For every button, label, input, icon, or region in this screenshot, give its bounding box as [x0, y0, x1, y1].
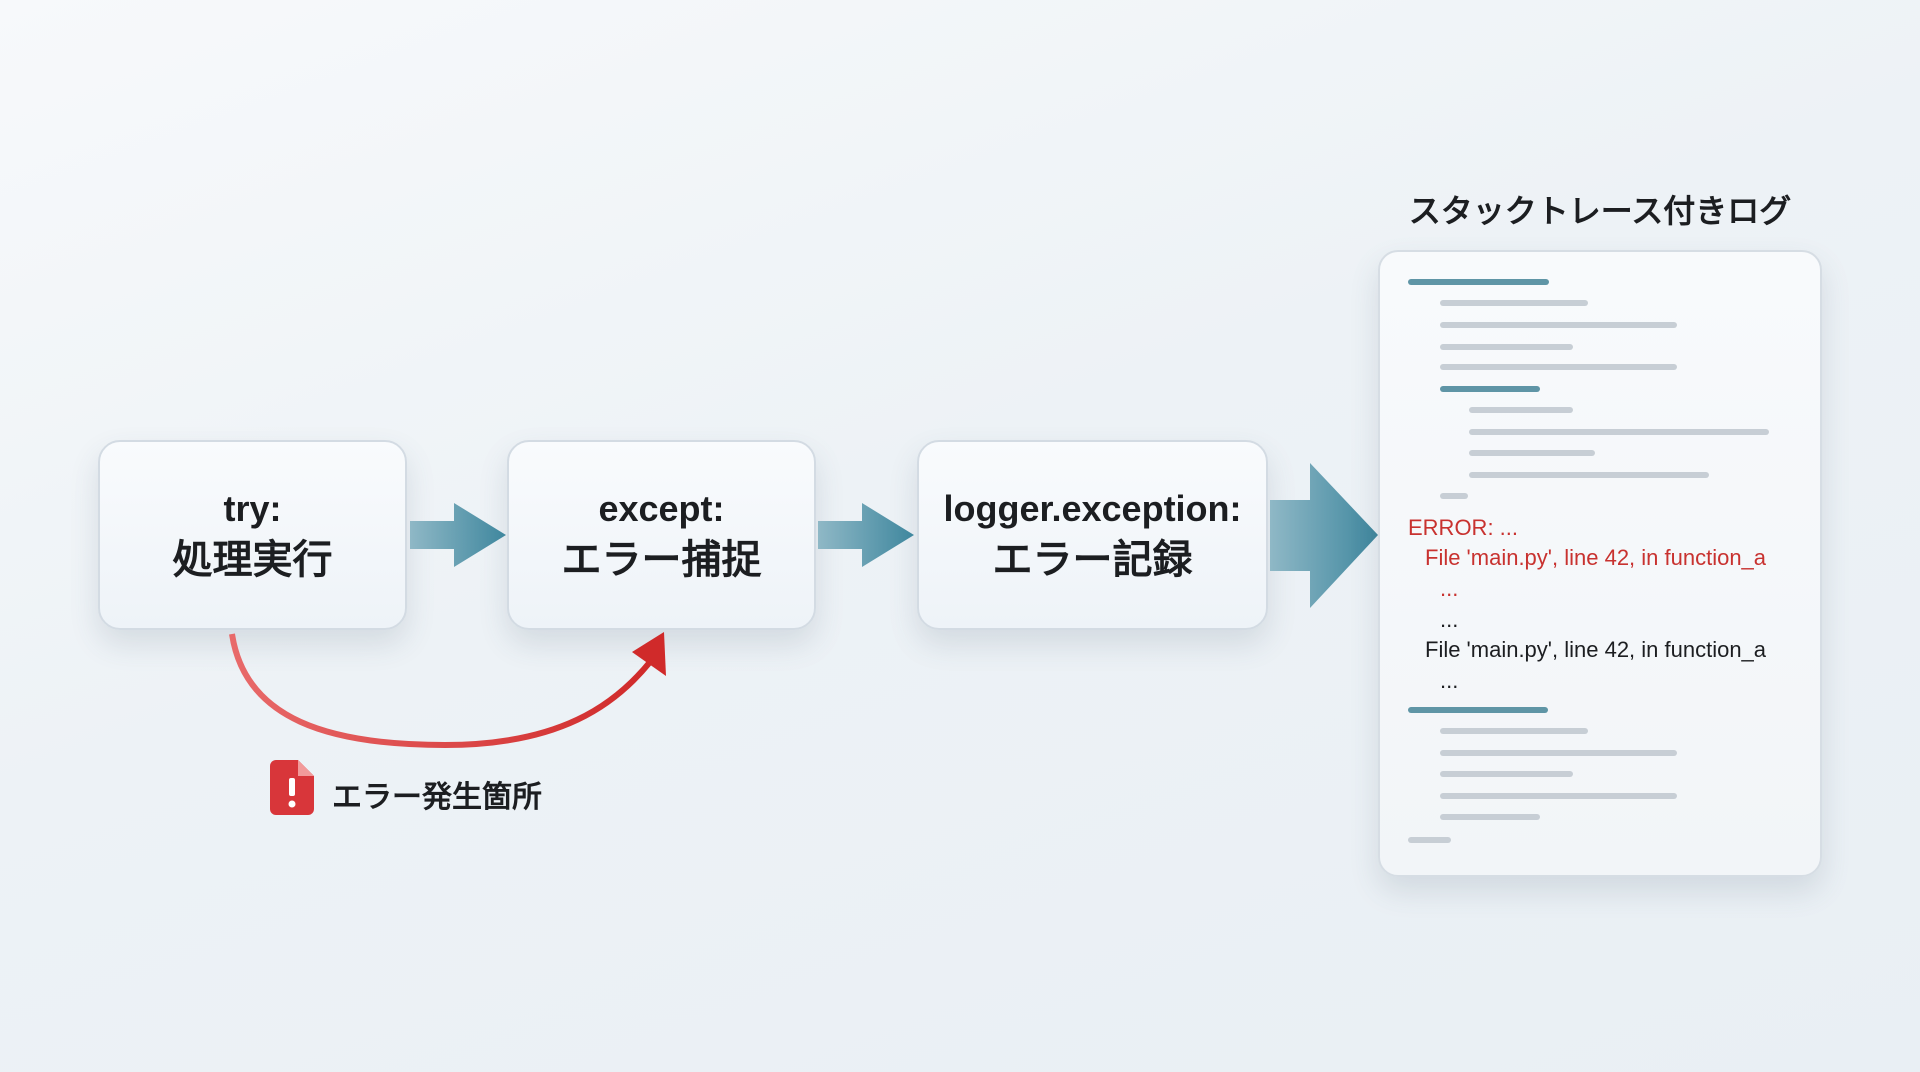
arrowhead-icon [632, 632, 666, 676]
log-line-bar [1440, 344, 1573, 350]
log-line-bar [1440, 364, 1677, 370]
step-code: except: [598, 488, 725, 529]
log-ellipsis: ... [1440, 607, 1459, 632]
log-line-bar [1469, 450, 1595, 456]
log-line-bar [1440, 493, 1468, 499]
step-logger: logger.exception: エラー記録 [917, 440, 1268, 630]
log-ellipsis: ... [1440, 576, 1459, 601]
step-label: エラー記録 [992, 537, 1193, 583]
step-label: 処理実行 [172, 537, 333, 583]
log-error-line: ERROR: ... [1408, 515, 1519, 540]
log-line-bar [1408, 707, 1548, 713]
log-ellipsis: ... [1440, 668, 1459, 693]
log-line-bar [1469, 429, 1769, 435]
log-line-bar [1440, 814, 1540, 820]
arrow-right-icon [410, 503, 506, 567]
log-line-bar [1440, 771, 1573, 777]
step-label: エラー捕捉 [561, 537, 762, 583]
log-trace-line: File 'main.py', line 42, in function_a [1425, 637, 1767, 662]
arrow-right-icon [818, 503, 914, 567]
step-except: except: エラー捕捉 [507, 440, 816, 630]
log-line-bar [1440, 793, 1677, 799]
log-line-bar [1440, 386, 1540, 392]
log-line-bar [1408, 837, 1451, 843]
error-jump-arrow [229, 633, 653, 749]
step-try: try: 処理実行 [98, 440, 407, 630]
log-line-bar [1469, 407, 1573, 413]
log-line-bar [1440, 322, 1677, 328]
error-location-label: エラー発生箇所 [332, 780, 542, 815]
step-code: logger.exception: [943, 488, 1242, 529]
error-file-icon [270, 760, 314, 815]
log-line-bar [1440, 300, 1588, 306]
log-line-bar [1469, 472, 1709, 478]
log-trace-line: File 'main.py', line 42, in function_a [1425, 545, 1767, 570]
step-code: try: [223, 488, 282, 529]
log-panel-title: スタックトレース付きログ [1408, 192, 1792, 230]
big-arrow-right-icon [1270, 463, 1378, 608]
log-line-bar [1440, 750, 1677, 756]
log-line-bar [1440, 728, 1588, 734]
log-line-bar [1408, 279, 1549, 285]
